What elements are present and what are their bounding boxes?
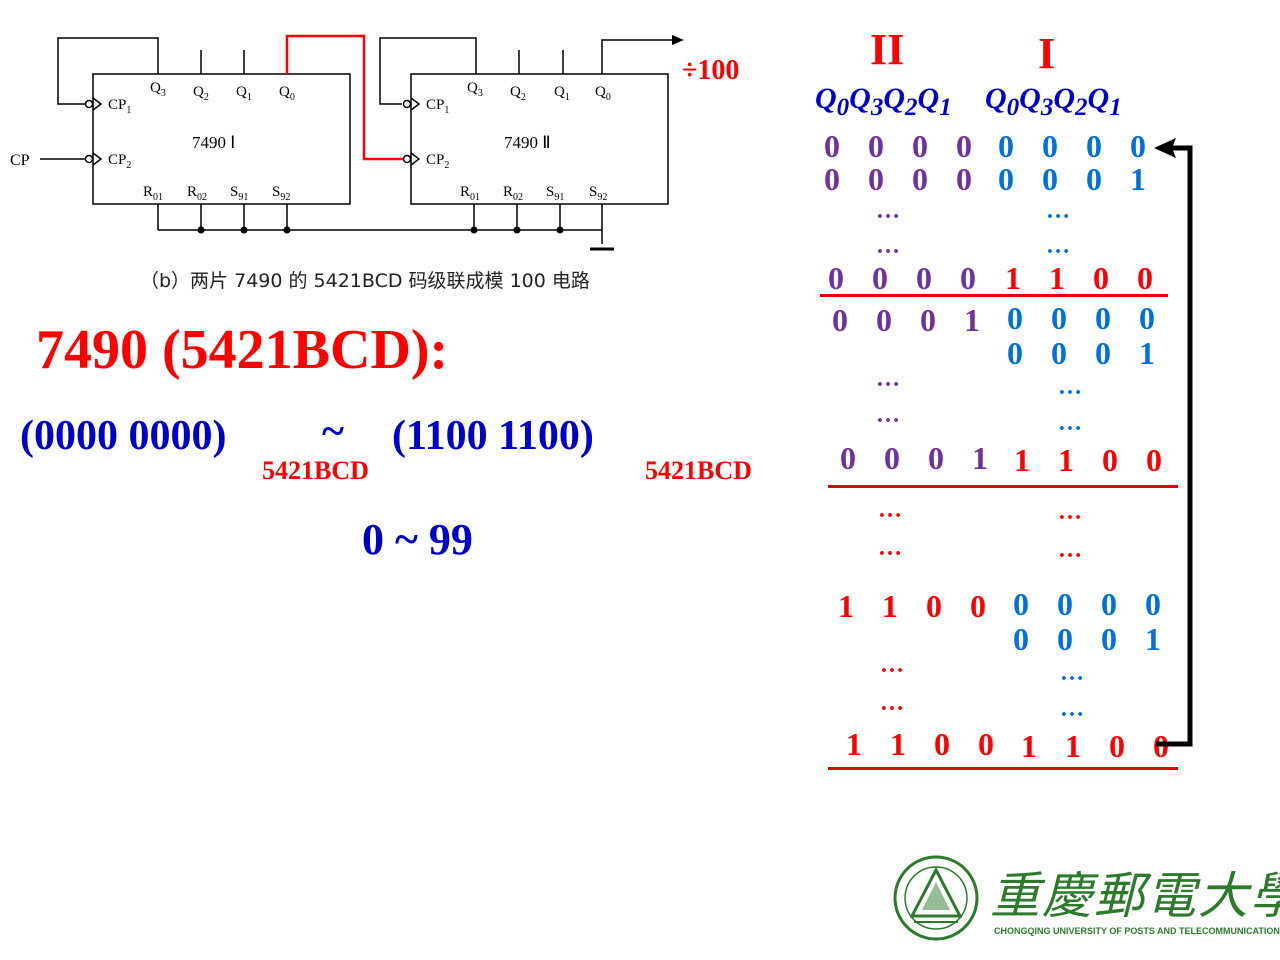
bits-header-I: Q0Q3Q2Q1 — [985, 82, 1122, 121]
university-seal-icon — [893, 855, 979, 941]
ellipsis: … — [1060, 696, 1084, 722]
svg-text:R02: R02 — [187, 184, 207, 203]
ellipsis: … — [1058, 410, 1082, 436]
svg-text:Q0: Q0 — [595, 84, 611, 103]
row-i: 0 0 0 1 — [998, 161, 1156, 197]
page-title: 7490 (5421BCD): — [36, 319, 449, 381]
svg-text:Q1: Q1 — [236, 84, 252, 103]
svg-text:R02: R02 — [503, 184, 523, 203]
ellipsis: … — [1046, 198, 1070, 224]
row-i: 0 0 0 1 — [1013, 621, 1171, 657]
ellipsis: … — [878, 535, 902, 561]
range-tilde: ~ — [322, 409, 344, 455]
ellipsis: … — [878, 497, 902, 523]
chip1-label: 7490 Ⅰ — [192, 133, 235, 152]
ellipsis: … — [1046, 233, 1070, 259]
university-name-cn: 重慶郵電大學 — [990, 867, 1280, 925]
row-ii: 1 1 0 0 — [846, 726, 1004, 762]
row-ii: 1 1 0 0 — [838, 588, 996, 624]
svg-text:S91: S91 — [546, 184, 564, 203]
svg-text:CP1: CP1 — [426, 97, 449, 116]
row-i: 1 1 0 0 — [1005, 260, 1163, 296]
ellipsis: … — [880, 690, 904, 716]
chip2-label: 7490 Ⅱ — [504, 133, 551, 152]
row-i: 1 1 0 0 — [1014, 442, 1172, 478]
svg-text:CP2: CP2 — [426, 152, 449, 171]
row-ii: 0 0 0 1 — [832, 302, 990, 338]
row-ii: 0 0 0 0 — [824, 128, 982, 164]
ellipsis: … — [876, 366, 900, 392]
svg-text:S92: S92 — [589, 184, 607, 203]
group-divider — [828, 485, 1178, 488]
svg-text:S91: S91 — [230, 184, 248, 203]
ellipsis: … — [876, 402, 900, 428]
svg-text:Q2: Q2 — [510, 84, 526, 103]
header-counter-I: I — [1038, 29, 1056, 78]
row-i: 0 0 0 0 — [1007, 300, 1165, 336]
bits-header-II: Q0Q3Q2Q1 — [815, 82, 952, 121]
header-counter-II: II — [870, 25, 905, 74]
svg-text:R01: R01 — [460, 184, 480, 203]
cp-input-label: CP — [10, 152, 30, 169]
ellipsis: … — [876, 233, 900, 259]
cascade-link-red — [285, 34, 403, 161]
ellipsis: … — [880, 652, 904, 678]
ellipsis: … — [876, 198, 900, 224]
svg-text:S92: S92 — [272, 184, 290, 203]
ellipsis: … — [1058, 499, 1082, 525]
row-i: 0 0 0 1 — [1007, 335, 1165, 371]
chip-7490-1 — [92, 73, 351, 205]
svg-text:CP2: CP2 — [108, 152, 131, 171]
output-label: ÷100 — [682, 55, 739, 86]
return-arrow-icon — [1154, 138, 1193, 747]
circuit-caption: （b）两片 7490 的 5421BCD 码级联成模 100 电路 — [140, 270, 590, 292]
range-subscript-1: 5421BCD — [262, 456, 369, 485]
row-i: 0 0 0 0 — [1013, 586, 1171, 622]
range-high: (1100 1100) — [392, 413, 594, 459]
range-low: (0000 0000) — [20, 413, 227, 459]
ellipsis: … — [1058, 537, 1082, 563]
row-ii: 0 0 0 0 — [824, 161, 982, 197]
ellipsis: … — [1060, 660, 1084, 686]
svg-text:R01: R01 — [143, 184, 163, 203]
range-subscript-2: 5421BCD — [645, 456, 752, 485]
university-name-en: CHONGQING UNIVERSITY OF POSTS AND TELECO… — [994, 926, 1280, 936]
svg-text:Q3: Q3 — [467, 80, 483, 99]
group-divider — [820, 294, 1168, 297]
row-i: 1 1 0 0 — [1021, 728, 1179, 764]
svg-text:CP1: CP1 — [108, 97, 131, 116]
svg-text:Q3: Q3 — [150, 80, 166, 99]
svg-text:Q2: Q2 — [193, 84, 209, 103]
row-ii: 0 0 0 1 — [840, 440, 998, 476]
svg-text:Q0: Q0 — [279, 84, 295, 103]
ellipsis: … — [1058, 374, 1082, 400]
chip-7490-2 — [410, 73, 669, 205]
group-divider — [828, 767, 1178, 770]
svg-text:Q1: Q1 — [554, 84, 570, 103]
row-i: 0 0 0 0 — [998, 128, 1156, 164]
decimal-range: 0 ~ 99 — [362, 515, 473, 564]
cascade-circuit-diagram: Q3 Q2 Q1 Q0 CP1 CP2 R01 R02 S91 S92 Q3 Q… — [10, 34, 739, 251]
row-ii: 0 0 0 0 — [828, 260, 986, 296]
